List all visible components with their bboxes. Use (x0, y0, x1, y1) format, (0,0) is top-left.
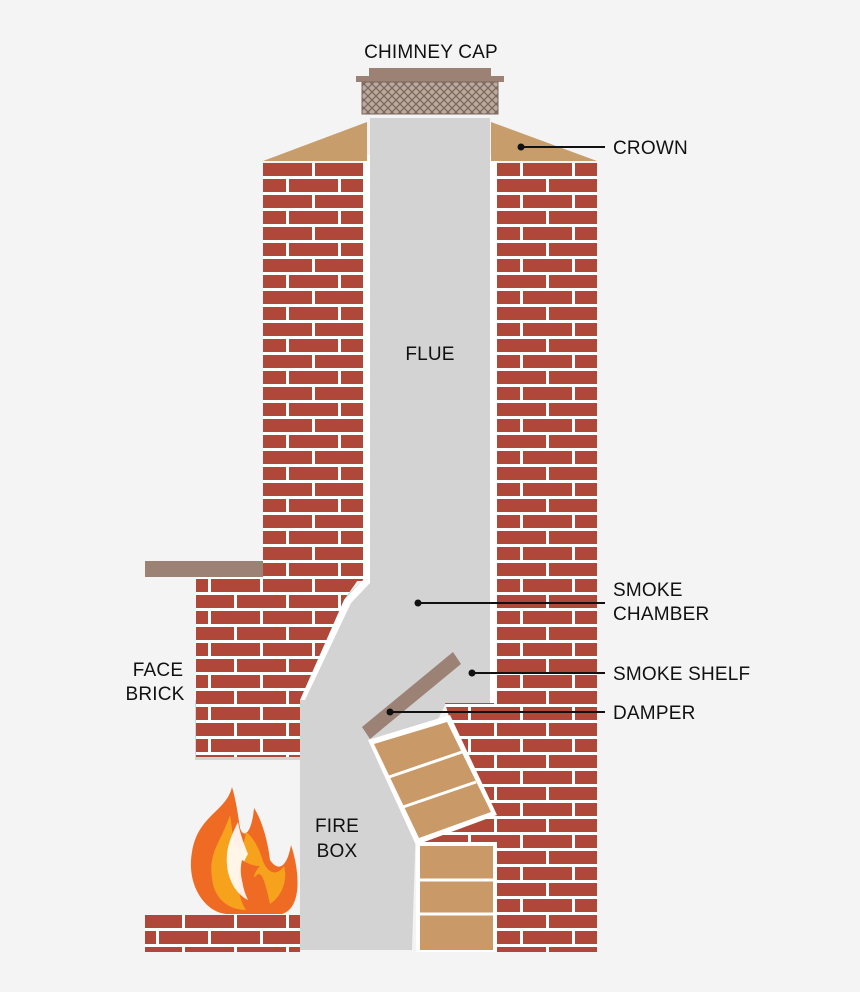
crown-label: CROWN (613, 138, 688, 159)
chimney-cap-label: CHIMNEY CAP (364, 42, 498, 63)
crown-left (263, 122, 367, 161)
cap-top-band (369, 68, 491, 76)
damper-plate (362, 652, 461, 739)
right-flue-liner (490, 155, 497, 710)
fire-box-label-line1: FIRE (315, 816, 359, 837)
hearth-bricks (145, 915, 300, 952)
fire-box-label-line2: BOX (317, 841, 358, 862)
mantel-shelf (145, 561, 263, 577)
smoke-chamber-label-line1: SMOKE (613, 580, 683, 601)
right-brick-column (497, 163, 597, 952)
firebrick-tilted-fill (374, 722, 491, 838)
left-brick-column (263, 163, 363, 581)
smoke-shelf-label: SMOKE SHELF (613, 664, 750, 685)
face-brick-label-line2: BRICK (125, 684, 184, 705)
damper-label: DAMPER (613, 703, 696, 724)
face-brick-label-line1: FACE (133, 660, 183, 681)
crown-right (491, 122, 597, 161)
fire-icon (190, 787, 298, 914)
cap-lip (356, 76, 504, 82)
left-flue-liner (300, 155, 370, 700)
cap-mesh (361, 81, 499, 115)
flue-label: FLUE (405, 344, 454, 365)
face-brick-block (196, 577, 360, 757)
smoke-chamber-label-line2: CHAMBER (613, 604, 709, 625)
